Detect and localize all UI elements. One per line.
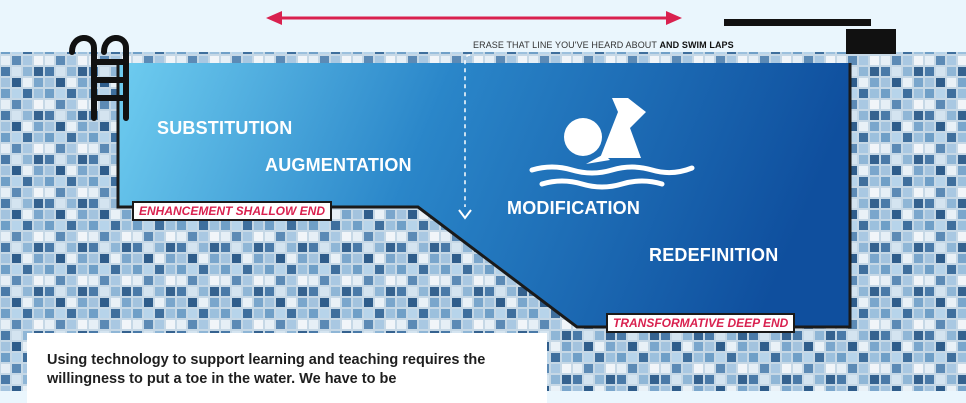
erase-line-note: ERASE THAT LINE YOU'VE HEARD ABOUT AND S… [473, 40, 734, 50]
tag-shallow-end: ENHANCEMENT SHALLOW END [132, 201, 332, 221]
tag-deep-end: TRANSFORMATIVE DEEP END [606, 313, 796, 333]
swimmer-icon [529, 98, 695, 190]
erase-line-note-text: ERASE THAT LINE YOU'VE HEARD ABOUT [473, 40, 660, 50]
label-modification: MODIFICATION [507, 198, 641, 218]
diving-board-icon [724, 19, 896, 54]
pool-ladder-icon [69, 35, 129, 121]
dashed-down-arrow-icon [458, 54, 472, 220]
label-substitution: SUBSTITUTION [157, 118, 293, 138]
label-augmentation: AUGMENTATION [265, 155, 412, 175]
erase-line-note-emphasis: AND SWIM LAPS [659, 40, 734, 50]
pool-floor-outline [116, 63, 852, 329]
double-headed-arrow-icon [266, 11, 682, 25]
pool-water [118, 63, 850, 327]
label-redefinition: REDEFINITION [649, 245, 779, 265]
caption-text: Using technology to support learning and… [27, 333, 547, 403]
